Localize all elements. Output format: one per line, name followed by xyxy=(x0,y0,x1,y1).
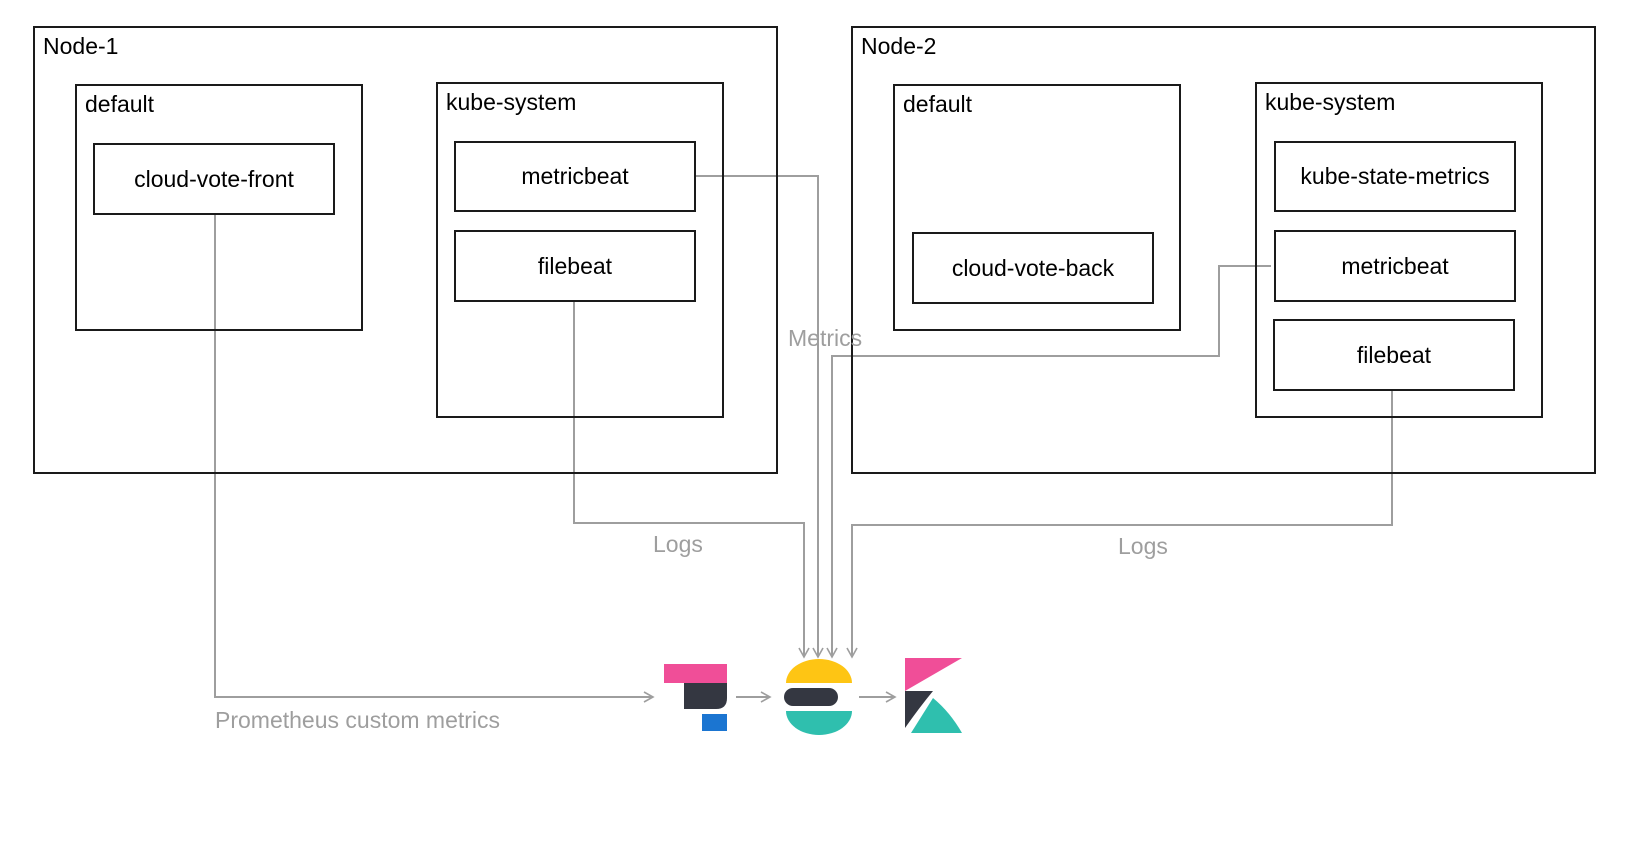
pod-cloud-vote-front: cloud-vote-front xyxy=(93,143,335,215)
logs-label-node1: Logs xyxy=(653,531,703,557)
node-1-default-namespace: default xyxy=(75,84,363,331)
metrics-line-node1 xyxy=(695,175,824,659)
pod-metricbeat-node2: metricbeat xyxy=(1274,230,1516,302)
node-2-kube-system-namespace: kube-system xyxy=(1255,82,1543,418)
node-title: Node-2 xyxy=(861,33,937,59)
node-2-default-namespace: default xyxy=(893,84,1181,331)
pod-kube-state-metrics: kube-state-metrics xyxy=(1274,141,1516,212)
elasticsearch-logo-icon xyxy=(784,659,852,735)
pod-filebeat-node1: filebeat xyxy=(454,230,696,302)
namespace-title: default xyxy=(85,91,155,117)
kibana-logo-icon xyxy=(905,658,962,733)
namespace-title: kube-system xyxy=(1265,89,1396,115)
pod-metricbeat-node1: metricbeat xyxy=(454,141,696,212)
logs-line-node2 xyxy=(846,390,1393,659)
node-1-kube-system-namespace: kube-system xyxy=(436,82,724,418)
prometheus-line xyxy=(214,215,655,703)
logs-label-node2: Logs xyxy=(1118,533,1168,559)
pod-filebeat-node2: filebeat xyxy=(1273,319,1515,391)
namespace-title: kube-system xyxy=(446,89,577,115)
metrics-line-node2 xyxy=(826,265,1271,659)
pod-cloud-vote-back: cloud-vote-back xyxy=(912,232,1154,304)
node-2-box: Node-2 xyxy=(851,26,1596,474)
node-title: Node-1 xyxy=(43,33,119,59)
node-1-box: Node-1 xyxy=(33,26,778,474)
prometheus-beats-logo-icon xyxy=(664,664,727,731)
logs-line-node1 xyxy=(573,302,810,659)
metrics-label: Metrics xyxy=(788,325,863,351)
namespace-title: default xyxy=(903,91,973,117)
prometheus-metrics-label: Prometheus custom metrics xyxy=(215,707,501,733)
